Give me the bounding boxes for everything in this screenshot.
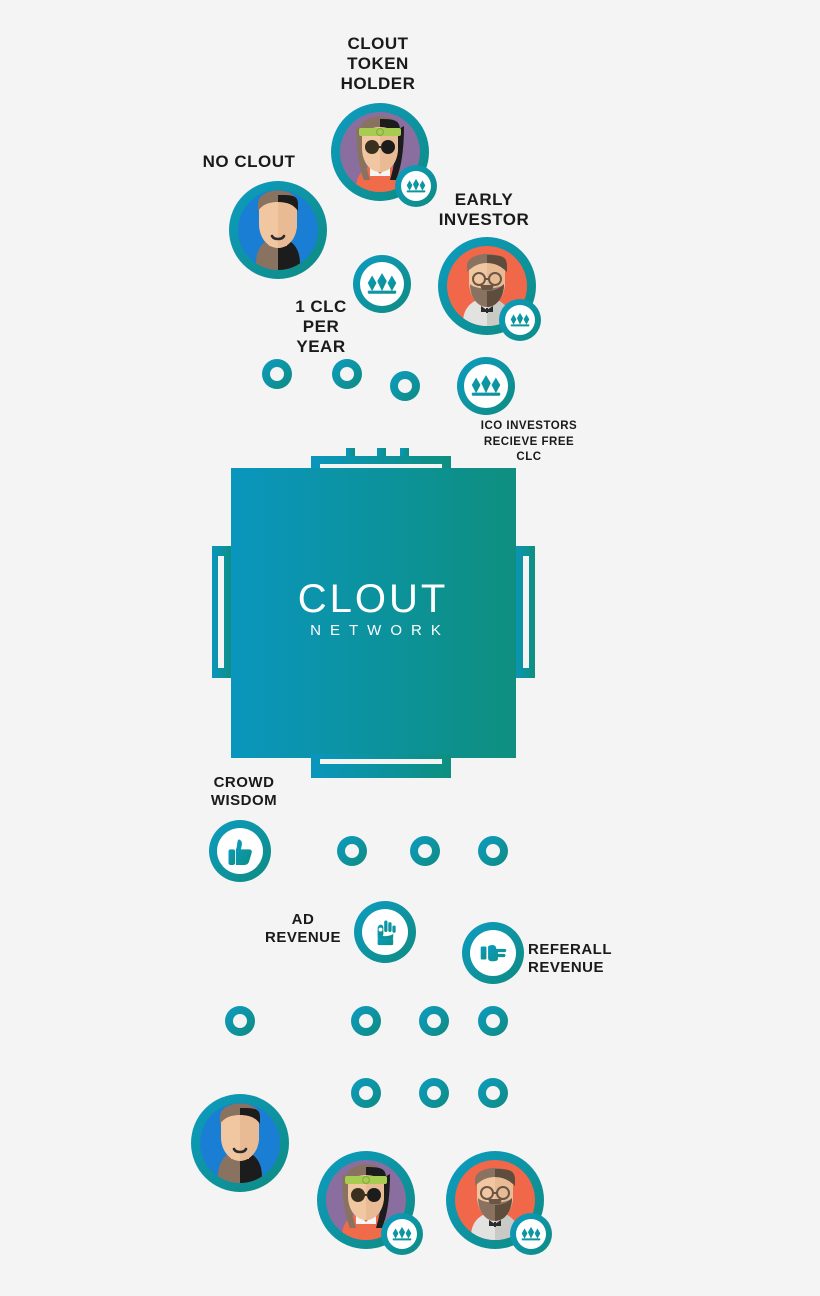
ad-revenue-icon[interactable] bbox=[354, 901, 416, 963]
junction-row2-a bbox=[225, 1006, 255, 1036]
chip-title: CLOUT bbox=[298, 577, 449, 621]
chip-pin-left-slot bbox=[218, 556, 224, 668]
chip-body bbox=[231, 468, 516, 758]
junction-clc-left bbox=[262, 359, 292, 389]
crowd-wisdom-icon[interactable] bbox=[209, 820, 271, 882]
clc-token-ico[interactable] bbox=[457, 357, 515, 415]
junction-row2-d bbox=[478, 1006, 508, 1036]
chip-bottom-bar bbox=[311, 754, 451, 778]
junction-row2-c bbox=[419, 1006, 449, 1036]
junction-ico-left bbox=[390, 371, 420, 401]
junction-bottom-c bbox=[478, 836, 508, 866]
bottom-investor-avatar[interactable] bbox=[446, 1151, 552, 1255]
bottom-plain-avatar[interactable] bbox=[191, 1094, 289, 1192]
junction-row3-c bbox=[478, 1078, 508, 1108]
junction-row2-b bbox=[351, 1006, 381, 1036]
junction-row3-a bbox=[351, 1078, 381, 1108]
bottom-token-holder-avatar[interactable] bbox=[317, 1151, 423, 1255]
chip-top-slot bbox=[320, 464, 442, 469]
early-investor-avatar[interactable] bbox=[438, 237, 541, 341]
clout-token-holder-avatar[interactable] bbox=[331, 103, 437, 207]
referall-revenue-icon[interactable] bbox=[462, 922, 524, 984]
clout-network-chip: CLOUT NETWORK bbox=[212, 448, 535, 778]
junction-nodes bbox=[225, 359, 508, 1108]
chip-bottom-slot bbox=[320, 759, 442, 764]
chip-subtitle: NETWORK bbox=[310, 622, 450, 639]
clc-badge-early-investor bbox=[499, 299, 541, 341]
clc-token-upper[interactable] bbox=[353, 255, 411, 313]
clc-badge-bottom-investor bbox=[510, 1213, 552, 1255]
chip-pin-right-slot bbox=[523, 556, 529, 668]
clc-badge-token-holder bbox=[395, 165, 437, 207]
junction-row3-b bbox=[419, 1078, 449, 1108]
junction-clc-right bbox=[332, 359, 362, 389]
lower-connector-wires bbox=[235, 776, 498, 1162]
clc-badge-bottom-token-holder bbox=[381, 1213, 423, 1255]
junction-bottom-a bbox=[337, 836, 367, 866]
no-clout-avatar[interactable] bbox=[229, 181, 327, 279]
junction-bottom-b bbox=[410, 836, 440, 866]
